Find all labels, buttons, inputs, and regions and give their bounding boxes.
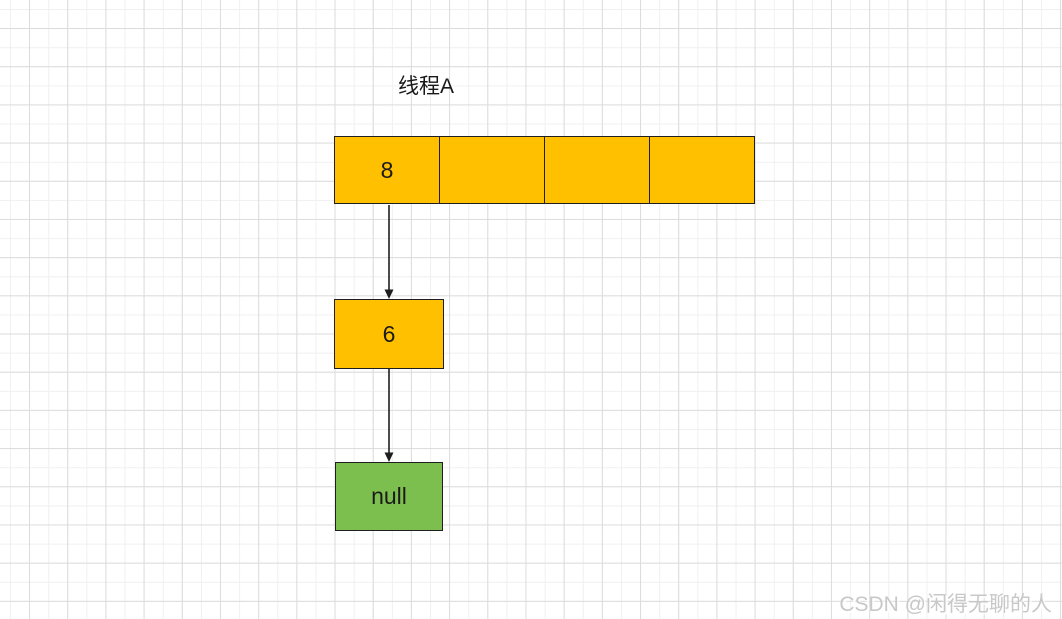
node-null-shape[interactable]: null (335, 462, 443, 531)
csdn-watermark: CSDN @闲得无聊的人 (839, 593, 1052, 616)
array-cell-2[interactable] (544, 137, 649, 203)
arrow-down-icon[interactable] (384, 205, 394, 299)
thread-a-label[interactable]: 线程A (398, 75, 455, 98)
array-cell-3[interactable] (649, 137, 754, 203)
array-row-shape[interactable]: 8 (334, 136, 755, 204)
array-cell-1[interactable] (439, 137, 544, 203)
node-6-shape[interactable]: 6 (334, 299, 444, 369)
array-cell-0-value: 8 (380, 156, 394, 183)
arrow-down-icon[interactable] (384, 369, 394, 462)
array-cell-0[interactable]: 8 (335, 137, 439, 203)
node-6-value: 6 (382, 320, 396, 347)
node-null-value: null (371, 483, 407, 509)
